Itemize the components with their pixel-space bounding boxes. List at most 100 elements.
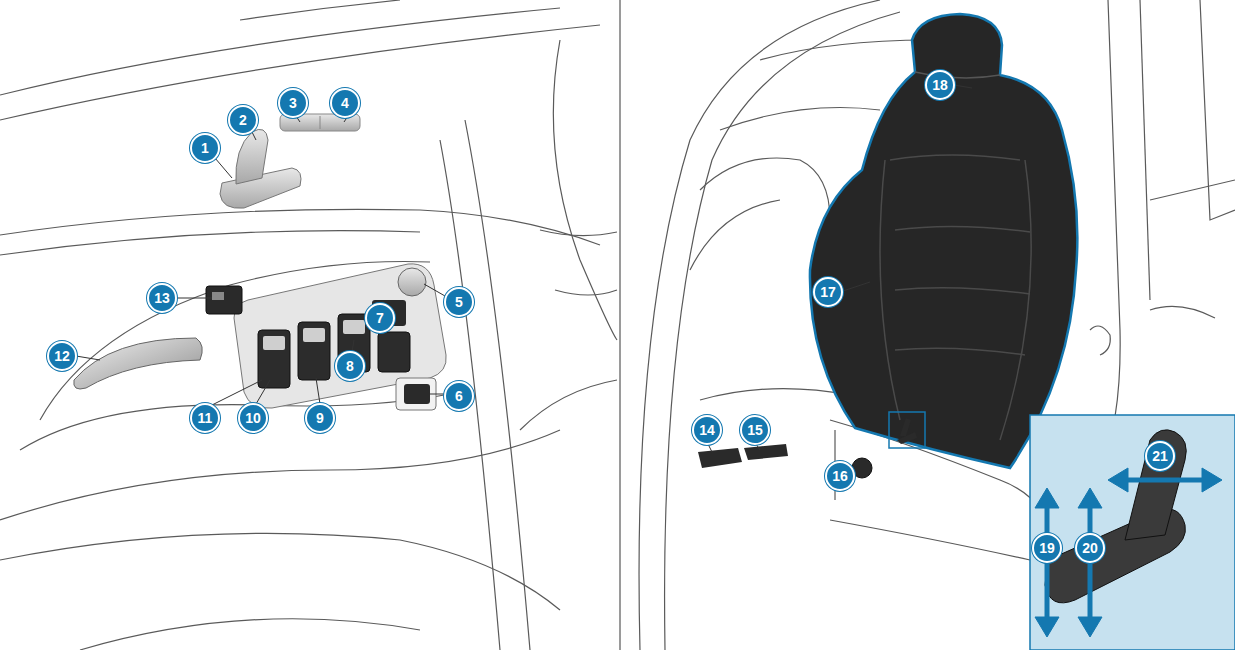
door-line	[240, 0, 400, 20]
callout-number: 21	[1145, 441, 1175, 471]
seat-stitching	[880, 155, 1031, 440]
arrow-head	[1035, 617, 1059, 637]
arrow-head	[1108, 468, 1128, 492]
callout-number: 9	[305, 403, 335, 433]
door-line	[0, 231, 420, 255]
switch-tops	[263, 320, 365, 350]
panel-divider	[619, 0, 621, 650]
arrow-head	[1202, 468, 1222, 492]
callout-number: 1	[190, 133, 220, 163]
callout-number: 4	[330, 88, 360, 118]
door-lock-pin	[1090, 326, 1110, 355]
door-pocket-line	[0, 533, 560, 610]
stitch-line	[890, 155, 1020, 160]
callout-number: 18	[925, 70, 955, 100]
callout-number: 11	[190, 403, 220, 433]
stitch-line	[895, 288, 1030, 294]
lumbar-knob	[852, 458, 872, 478]
arrow-head	[1078, 488, 1102, 508]
door-line	[0, 25, 600, 120]
dashboard-line	[553, 40, 617, 340]
callout-number: 2	[228, 105, 258, 135]
callout-number: 12	[47, 341, 77, 371]
seat-backrest	[810, 14, 1077, 468]
stitch-line	[895, 226, 1030, 232]
door-handle	[74, 338, 203, 389]
steering-wheel	[690, 200, 780, 270]
stitch-line	[1000, 160, 1031, 440]
seat-backrest-switch-large	[1125, 430, 1186, 540]
callout-number: 8	[335, 351, 365, 381]
switch-panel	[234, 264, 446, 408]
inset-marker	[889, 412, 925, 448]
window-line	[1150, 180, 1235, 200]
steering-wheel	[700, 158, 830, 220]
door-pocket-line	[0, 430, 560, 520]
mirror-knob	[398, 268, 426, 296]
windscreen-line	[760, 40, 930, 60]
callout-number: 17	[813, 277, 843, 307]
callout-number: 6	[444, 381, 474, 411]
leader-line	[76, 356, 100, 360]
callout-number: 19	[1032, 533, 1062, 563]
door-edge-line	[465, 120, 530, 650]
leader-line	[708, 444, 712, 452]
dashboard-line	[720, 108, 880, 131]
leader-line	[256, 380, 270, 404]
button-divider	[320, 116, 321, 129]
leader-line	[424, 284, 445, 296]
window-switch	[258, 330, 290, 388]
switch-top	[303, 328, 325, 342]
pillar-line	[1140, 0, 1150, 300]
callout-number: 14	[692, 415, 722, 445]
dashboard-line	[540, 230, 617, 236]
leader-line	[954, 85, 972, 88]
stitch-line	[880, 160, 900, 420]
callout-number: 10	[238, 403, 268, 433]
switch-symbol	[212, 292, 224, 300]
leader-line	[215, 158, 232, 178]
boot-lid-switch	[404, 384, 430, 404]
pillar-line	[1100, 0, 1120, 470]
leader-line	[316, 378, 320, 404]
leader-line	[176, 298, 212, 299]
inset-panel	[1030, 415, 1235, 650]
stitch-line	[895, 348, 1025, 355]
callout-number: 15	[740, 415, 770, 445]
leader-lines	[708, 85, 972, 452]
arrow-head	[1078, 617, 1102, 637]
door-trim-lines	[0, 0, 617, 650]
callout-number: 3	[278, 88, 308, 118]
car-body-lines	[639, 0, 1235, 650]
floor-line	[700, 389, 850, 400]
callout-number: 5	[444, 287, 474, 317]
switch-top	[343, 320, 365, 334]
pedal	[744, 444, 788, 460]
pedal	[698, 448, 742, 468]
door-pocket-line	[80, 619, 420, 650]
door-line	[0, 209, 600, 245]
switch-top	[263, 336, 285, 350]
door-lock-line	[1150, 306, 1215, 318]
leader-line	[430, 394, 445, 395]
callout-number: 13	[147, 283, 177, 313]
seat-adjust-switch	[220, 129, 301, 208]
window-switch	[298, 322, 330, 380]
callout-number: 7	[365, 303, 395, 333]
leader-line	[212, 380, 262, 405]
dashboard-line	[520, 380, 617, 430]
seat-switch-icon	[897, 418, 917, 444]
arrow-shaft	[1125, 478, 1205, 483]
callout-number: 20	[1075, 533, 1105, 563]
central-lock-switch	[206, 286, 242, 314]
direction-arrows	[1035, 468, 1222, 637]
callout-number: 16	[825, 461, 855, 491]
door-line	[0, 8, 560, 95]
leader-line	[840, 282, 870, 292]
leader-line	[252, 132, 256, 140]
seat-base-line	[830, 520, 1030, 560]
seat-backrest-switch	[236, 129, 268, 184]
window-switch	[378, 332, 410, 372]
door-edge-line	[440, 140, 500, 650]
